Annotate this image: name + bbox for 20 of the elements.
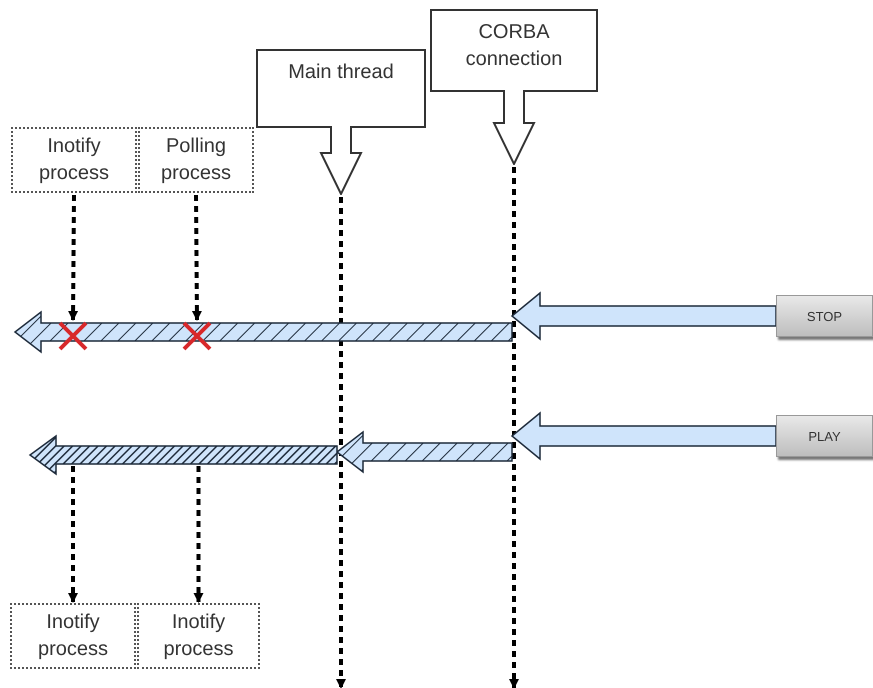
block-arrow <box>28 411 777 476</box>
box-label: CORBA connection <box>464 20 564 72</box>
block-arrow <box>14 291 777 354</box>
dashed-arrow <box>336 197 346 688</box>
dashed-arrow <box>509 167 519 688</box>
process-box: Inotify process <box>10 603 136 669</box>
callout-box <box>256 49 426 195</box>
dashed-arrow <box>68 466 78 603</box>
dashed-arrow <box>192 194 202 321</box>
push-button: PLAY <box>776 415 873 457</box>
dashed-arrow <box>68 194 78 321</box>
cross-mark <box>182 321 212 351</box>
callout-box <box>430 9 598 165</box>
cross-mark <box>58 321 88 351</box>
process-box: Inotify process <box>137 603 260 669</box>
dashed-arrow <box>194 466 204 603</box>
process-box: Polling process <box>138 127 254 193</box>
process-box: Inotify process <box>11 127 137 193</box>
push-button: STOP <box>776 295 873 337</box>
box-label: Main thread <box>287 60 395 85</box>
